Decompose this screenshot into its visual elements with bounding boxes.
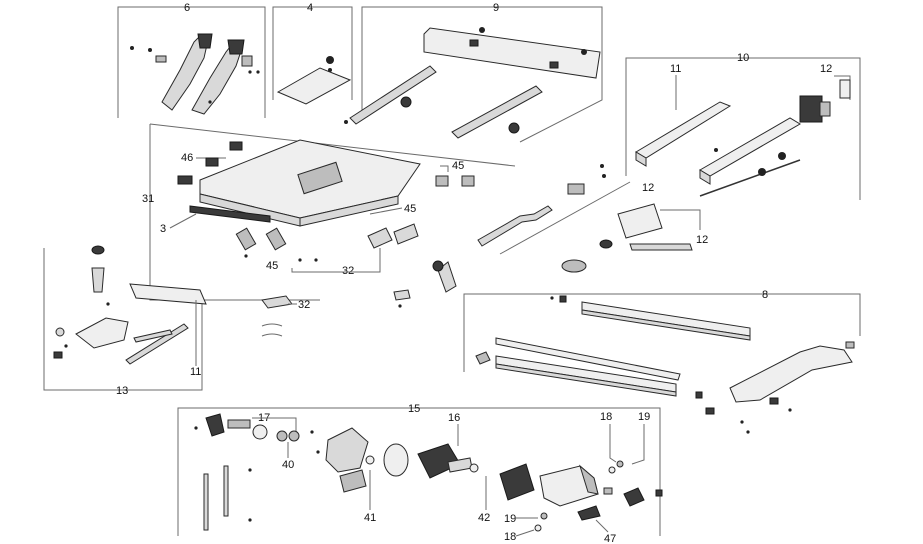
callout-32-bottom: 32 [298,299,310,311]
callout-9: 9 [493,2,499,14]
callout-47: 47 [604,533,616,544]
callout-18-top: 18 [600,411,612,423]
callout-42: 42 [478,512,490,524]
group-32-bracket: 32 [261,295,310,337]
callout-13: 13 [116,385,128,397]
callout-46: 46 [181,152,193,164]
callout-8: 8 [762,289,768,301]
callout-19-top: 19 [638,411,650,423]
group-4-insert-plate: 4 [272,2,353,105]
group-31-table: 31 46 3 45 45 45 32 [142,123,516,301]
group-8-extension: 8 [463,289,861,434]
group-6-blade-guard: 6 [117,2,266,118]
callout-3: 3 [160,223,166,235]
callout-40: 40 [282,459,294,471]
callout-16: 16 [448,412,460,424]
callout-41: 41 [364,512,376,524]
group-9-rail-assembly: 9 [344,2,603,143]
group-10-rip-fence: 10 11 12 [625,52,861,200]
callout-19-bottom: 19 [504,513,516,525]
callout-11-miter: 11 [190,366,201,378]
callout-11-fence: 11 [670,63,681,75]
callout-4: 4 [307,2,313,14]
callout-45-left: 45 [266,260,278,272]
callout-12-low: 12 [696,234,708,246]
group-12-height-adjust: 12 12 [393,164,708,308]
callout-15: 15 [408,403,420,415]
group-13-miter-gauge: 13 11 [43,245,207,397]
callout-32-top: 32 [342,265,354,277]
callout-12-mid: 12 [642,182,654,194]
callout-31: 31 [142,193,154,205]
callout-6: 6 [184,2,190,14]
callout-45-top: 45 [452,160,464,172]
callout-12-top: 12 [820,63,832,75]
callout-10: 10 [737,52,749,64]
group-15-motor: 15 17 40 41 16 42 [177,403,663,544]
callout-45-right: 45 [404,203,416,215]
callout-18-bottom: 18 [504,531,516,543]
